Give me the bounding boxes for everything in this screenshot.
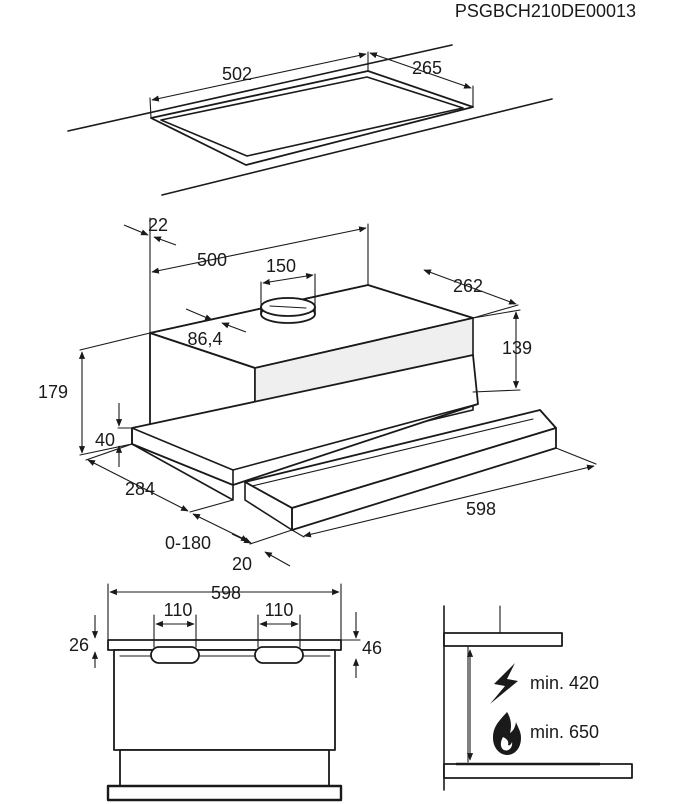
duct-offset-label: 86,4 (187, 329, 222, 349)
depth-top-label: 262 (453, 276, 483, 296)
cutout-drawing (67, 44, 553, 196)
front-width-label: 598 (466, 499, 496, 519)
cutout-width-label: 502 (222, 64, 252, 84)
clearance-drawing (443, 605, 633, 791)
front-view-width-label: 598 (211, 583, 241, 603)
total-height-label: 179 (38, 382, 68, 402)
vent-left-label: 110 (164, 600, 193, 620)
flame-icon (493, 712, 521, 755)
gas-clearance-label: min. 650 (530, 722, 599, 742)
top-gap-left-label: 26 (69, 635, 89, 655)
depth-front-label: 284 (125, 479, 155, 499)
top-gap-right-label: 46 (362, 638, 382, 658)
width-top-label: 500 (197, 250, 227, 270)
front-height-label: 40 (95, 430, 115, 450)
duct-diameter-label: 150 (266, 256, 296, 276)
drawer-lip-label: 20 (232, 554, 252, 574)
body-height-label: 139 (502, 338, 532, 358)
cutout-depth-label: 265 (412, 58, 442, 78)
drawer-travel-label: 0-180 (165, 533, 211, 553)
vent-right-label: 110 (265, 600, 294, 620)
product-code: PSGBCH210DE00013 (455, 1, 636, 21)
front-view-drawing (91, 583, 361, 802)
hood-iso-drawing (78, 217, 597, 567)
electric-clearance-label: min. 420 (530, 673, 599, 693)
lightning-icon (490, 663, 518, 704)
offset-top-label: 22 (148, 215, 168, 235)
